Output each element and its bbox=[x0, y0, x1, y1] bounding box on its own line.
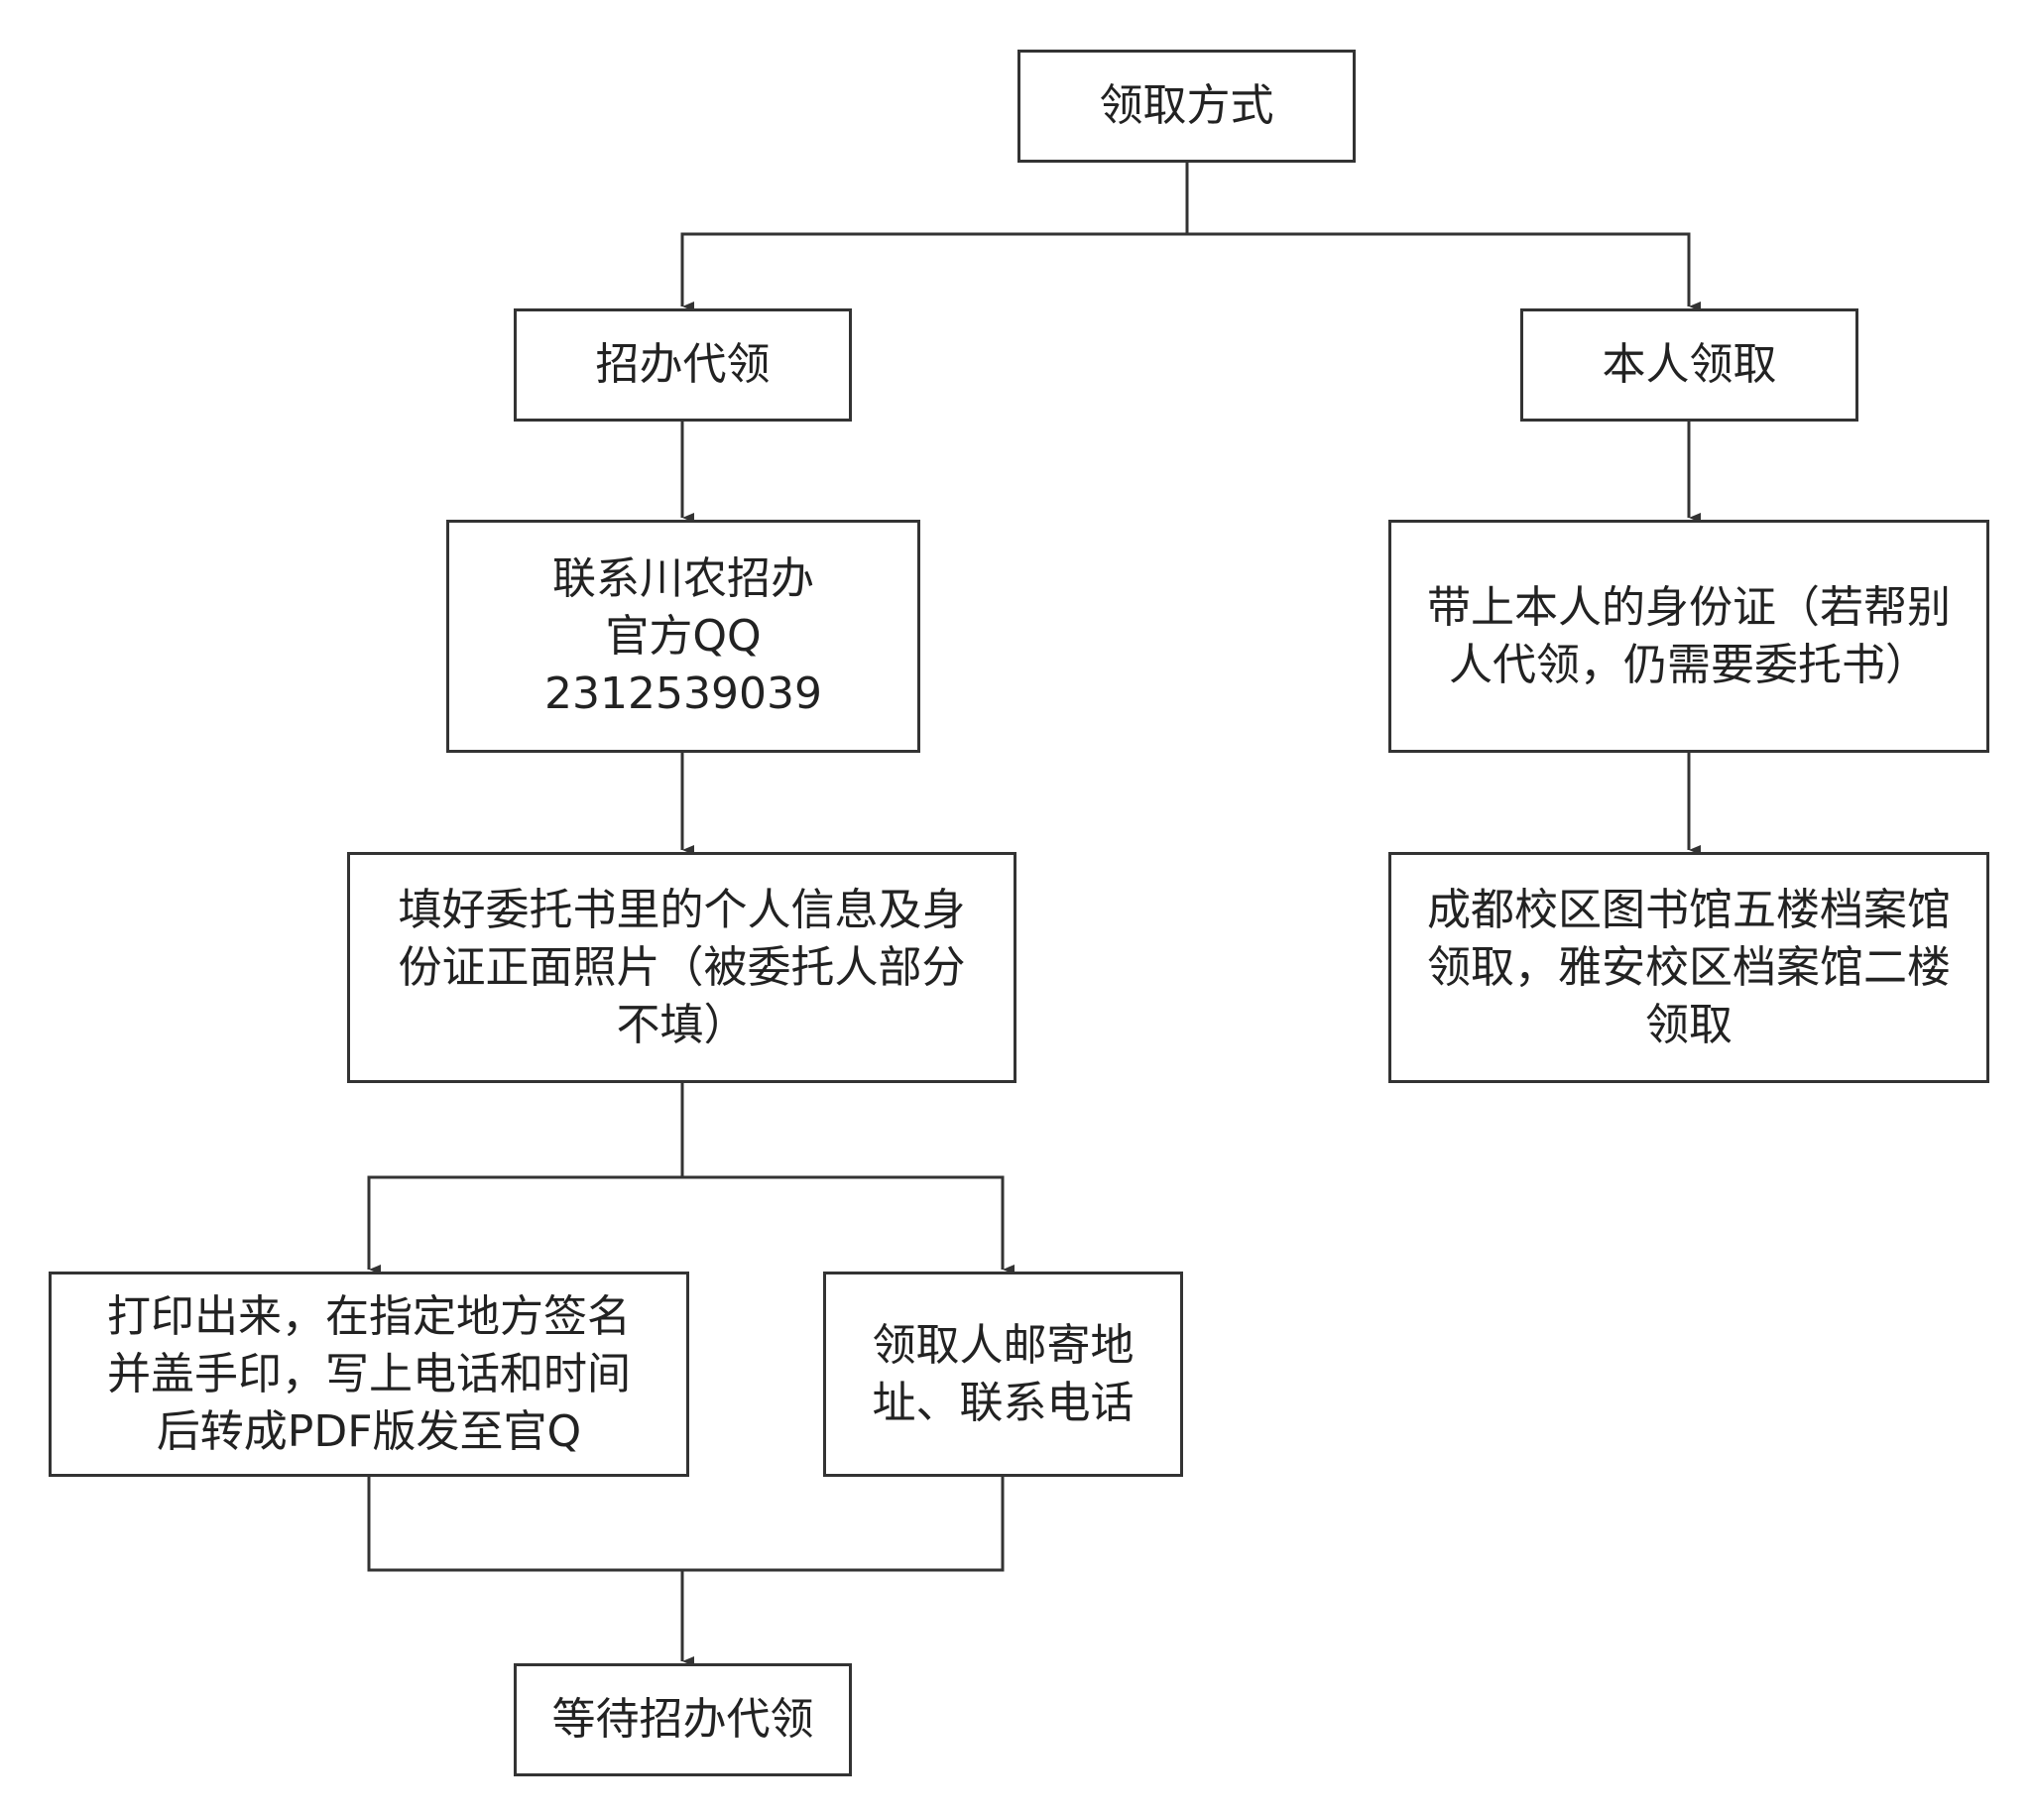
node-label: 本人领取 bbox=[1602, 339, 1777, 390]
node-label-line: 领取，雅安校区档案馆二楼 bbox=[1427, 941, 1951, 993]
node-label-line: 2312539039 bbox=[544, 667, 822, 719]
node-root: 领取方式 bbox=[1017, 50, 1356, 163]
node-label-line: 领取 bbox=[1645, 999, 1732, 1050]
arrow-fill-to-mail bbox=[682, 1175, 1015, 1274]
node-label-line: 人代领，仍需要委托书） bbox=[1449, 639, 1929, 690]
node-self: 本人领取 bbox=[1520, 308, 1858, 422]
node-agent: 招办代领 bbox=[514, 308, 852, 422]
node-label: 领取方式 bbox=[1099, 80, 1274, 131]
node-mail-info: 领取人邮寄地 址、联系电话 bbox=[823, 1272, 1183, 1477]
node-label-line: 址、联系电话 bbox=[872, 1377, 1135, 1428]
node-print-sign: 打印出来，在指定地方签名 并盖手印，写上电话和时间 后转成PDF版发至官Q bbox=[49, 1272, 689, 1477]
arrow-root-to-self bbox=[1187, 232, 1701, 311]
node-label-line: 官方QQ bbox=[605, 610, 762, 662]
node-location: 成都校区图书馆五楼档案馆 领取，雅安校区档案馆二楼 领取 bbox=[1388, 852, 1989, 1083]
node-label-line: 并盖手印，写上电话和时间 bbox=[107, 1348, 631, 1399]
node-label-line: 打印出来，在指定地方签名 bbox=[107, 1290, 631, 1342]
node-bring-id: 带上本人的身份证（若帮别 人代领，仍需要委托书） bbox=[1388, 520, 1989, 753]
node-label-line: 成都校区图书馆五楼档案馆 bbox=[1427, 884, 1951, 935]
arrow-fill-to-print bbox=[367, 1083, 684, 1274]
node-fill-form: 填好委托书里的个人信息及身 份证正面照片（被委托人部分 不填） bbox=[347, 852, 1016, 1083]
node-label-line: 填好委托书里的个人信息及身 bbox=[398, 884, 966, 935]
merge-line bbox=[367, 1477, 1005, 1572]
node-label-line: 联系川农招办 bbox=[551, 552, 814, 604]
node-label-line: 带上本人的身份证（若帮别 bbox=[1427, 581, 1951, 633]
node-label-line: 领取人邮寄地 bbox=[872, 1319, 1135, 1371]
node-wait: 等待招办代领 bbox=[514, 1663, 852, 1776]
node-label: 等待招办代领 bbox=[551, 1694, 814, 1745]
node-contact: 联系川农招办 官方QQ 2312539039 bbox=[446, 520, 920, 753]
node-label: 招办代领 bbox=[595, 339, 771, 390]
node-label-line: 后转成PDF版发至官Q bbox=[156, 1405, 582, 1457]
arrow-root-to-agent bbox=[680, 163, 1189, 311]
node-label-line: 份证正面照片（被委托人部分 bbox=[398, 941, 966, 993]
node-label-line: 不填） bbox=[616, 999, 748, 1050]
